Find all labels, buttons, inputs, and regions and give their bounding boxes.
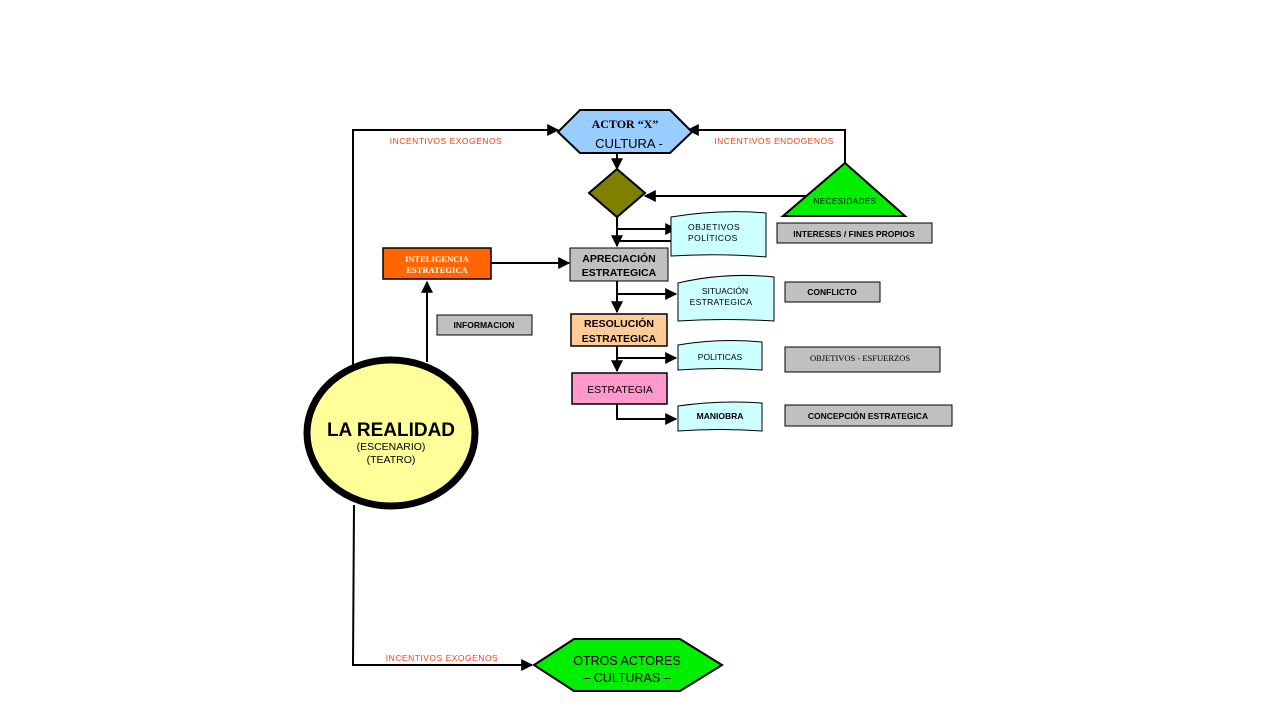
concepcion-label: CONCEPCIÓN ESTRATEGICA	[808, 410, 928, 421]
concepcion-node: CONCEPCIÓN ESTRATEGICA	[784, 404, 953, 427]
connector-realidad-to-otros	[351, 504, 534, 671]
realidad-title: LA REALIDAD	[327, 420, 455, 441]
actor-x-node: ACTOR “X” CULTURA -	[556, 109, 694, 154]
estrategia-node: ESTRATEGIA	[571, 372, 668, 405]
politicas-node: POLITICAS	[677, 340, 763, 371]
connector-to-maniobra	[616, 404, 678, 425]
resolucion-node: RESOLUCIÓN ESTRATEGICA	[570, 313, 668, 347]
estrategia-label: ESTRATEGIA	[587, 384, 653, 396]
actor-title: ACTOR “X”	[592, 117, 659, 131]
inteligencia-node: INTELIGENCIA ESTRATEGICA	[382, 247, 492, 280]
intereses-node: INTERESES / FINES PROPIOS	[776, 222, 933, 244]
necesidades-node: NECESIDADES	[780, 161, 908, 217]
incentivos-exogenos-bottom-label: INCENTIVOS EXOGENOS	[386, 653, 498, 663]
informacion-node: INFORMACION	[436, 314, 533, 336]
connector-needs-to-actor	[686, 124, 846, 163]
situacion-node: SITUACIÓN ESTRATEGICA	[677, 274, 775, 322]
decision-diamond	[587, 167, 647, 219]
objetivos-politicos-line2: POLÍTICOS	[688, 233, 738, 243]
conflicto-node: CONFLICTO	[784, 281, 881, 303]
situacion-line2: ESTRATEGICA	[690, 297, 753, 307]
incentivos-endogenos-label: INCENTIVOS ENDOGENOS	[714, 136, 834, 146]
otros-line1: OTROS ACTORES	[573, 654, 680, 668]
otros-line2: – CULTURAS –	[583, 671, 670, 685]
actor-culture: CULTURA -	[595, 136, 663, 151]
inteligencia-line1: INTELIGENCIA	[405, 254, 470, 264]
objetivos-politicos-line1: OBJETIVOS	[688, 222, 740, 232]
politicas-label: POLITICAS	[698, 352, 743, 362]
maniobra-label: MANIOBRA	[697, 411, 744, 421]
realidad-node: LA REALIDAD (ESCENARIO) (TEATRO)	[303, 356, 479, 510]
incentivos-exogenos-top-label: INCENTIVOS EXOGENOS	[390, 136, 502, 146]
apreciacion-line2: ESTRATEGICA	[582, 267, 657, 279]
situacion-line1: SITUACIÓN	[702, 286, 748, 296]
resolucion-line2: ESTRATEGICA	[582, 333, 657, 345]
apreciacion-node: APRECIACIÓN ESTRATEGICA	[569, 247, 669, 282]
connector-realidad-to-actor	[352, 124, 560, 365]
maniobra-node: MANIOBRA	[677, 401, 763, 432]
objetivos-esfuerzos-label: OBJETIVOS - ESFUERZOS	[810, 353, 910, 363]
apreciacion-line1: APRECIACIÓN	[582, 252, 656, 265]
realidad-teatro: (TEATRO)	[367, 454, 416, 466]
conflicto-label: CONFLICTO	[807, 287, 857, 297]
realidad-escenario: (ESCENARIO)	[357, 441, 426, 453]
necesidades-label: NECESIDADES	[814, 197, 877, 206]
objetivos-politicos-node: OBJETIVOS POLÍTICOS	[670, 211, 767, 258]
inteligencia-line2: ESTRATEGICA	[406, 265, 468, 275]
otros-actores-node: OTROS ACTORES – CULTURAS –	[532, 638, 724, 692]
intereses-label: INTERESES / FINES PROPIOS	[793, 229, 915, 239]
resolucion-line1: RESOLUCIÓN	[584, 317, 654, 330]
objetivos-esfuerzos-node: OBJETIVOS - ESFUERZOS	[784, 346, 941, 373]
informacion-label: INFORMACION	[454, 320, 515, 330]
connectors	[351, 124, 846, 671]
